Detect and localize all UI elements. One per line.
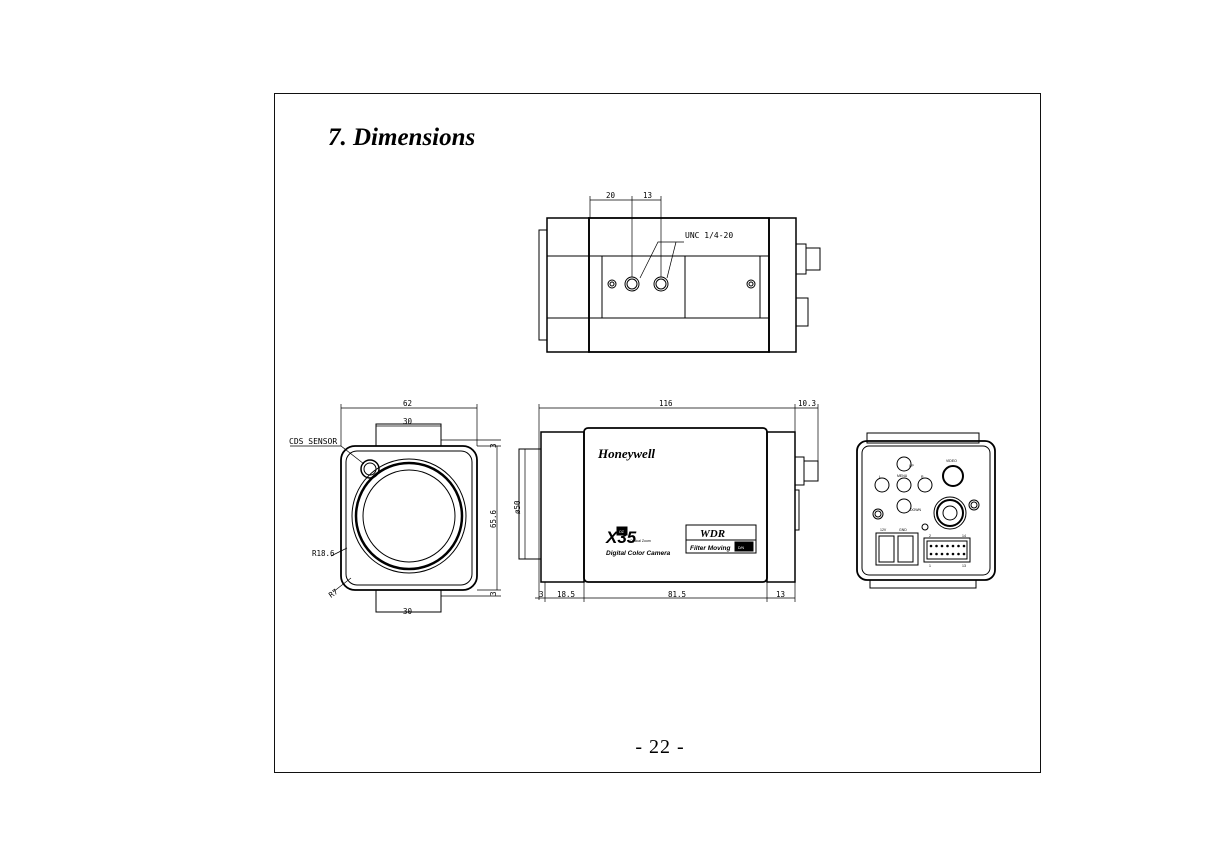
terminal-pin	[929, 552, 933, 556]
front-dim-offset-top: 3	[489, 443, 498, 448]
rear-pin-dots	[929, 544, 966, 556]
front-dim-mount-bottom: 30	[403, 607, 413, 616]
rear-video-label: VIDEO	[946, 459, 957, 463]
model-name: X35	[605, 528, 637, 547]
filter-badge: D/N	[738, 546, 745, 550]
terminal-pin	[940, 544, 944, 548]
top-dim-13: 13	[643, 191, 652, 200]
terminal-pin	[946, 552, 949, 556]
side-dim-seg1: 3	[539, 590, 544, 599]
wdr-label: WDR	[700, 528, 725, 540]
top-view	[538, 196, 821, 353]
top-dim-20: 20	[606, 191, 616, 200]
side-dim-seg3: 81.5	[668, 590, 686, 599]
model-badge: OZ	[619, 530, 625, 534]
front-radius-outer: R18.6	[312, 549, 335, 558]
front-dim-mount-top: 30	[403, 417, 413, 426]
side-dim-connector: 10.3	[798, 399, 816, 408]
side-dim-seg4: 13	[776, 590, 785, 599]
terminal-pin	[929, 544, 933, 548]
side-dim-seg2: 18.5	[557, 590, 575, 599]
front-radius-corner: R7	[327, 587, 340, 600]
rear-pin14-label: 14	[962, 534, 966, 538]
side-dim-length: 116	[659, 399, 673, 408]
terminal-pin	[962, 552, 966, 556]
sensor-label: CDS SENSOR	[289, 437, 337, 446]
rear-pin1-label: 1	[929, 564, 931, 568]
rear-btn-down-label: DOWN	[910, 508, 922, 512]
rear-gnd-label: GND	[899, 528, 907, 532]
terminal-pin	[935, 552, 938, 556]
terminal-pin	[957, 552, 960, 556]
terminal-pin	[957, 544, 960, 548]
terminal-pin	[962, 544, 966, 548]
section-title: 7. Dimensions	[328, 124, 476, 151]
rear-pin2-label: 2	[929, 534, 931, 538]
side-dim-lens-diameter: ø50	[513, 500, 522, 514]
brand-logo: Honeywell	[597, 446, 655, 461]
rear-btn-up-label: UP	[909, 464, 915, 468]
front-dim-offset-bottom: 3	[489, 591, 498, 596]
rear-btn-left-label: L	[879, 475, 881, 479]
rear-pin13-label: 13	[962, 564, 966, 568]
rear-12v-label: 12V	[880, 528, 887, 532]
terminal-pin	[935, 544, 938, 548]
filter-text: Filter Moving	[690, 545, 730, 552]
terminal-pin	[951, 552, 955, 556]
terminal-pin	[951, 544, 955, 548]
rear-btn-right-label: R	[921, 475, 924, 479]
thread-label: UNC 1/4-20	[685, 231, 733, 240]
front-dim-height: 65.6	[489, 509, 498, 528]
page-number: - 22 -	[635, 736, 685, 758]
rear-btn-menu-label: MENU	[897, 474, 908, 478]
terminal-pin	[940, 552, 944, 556]
side-view	[518, 404, 819, 602]
zoom-line: Optical Zoom	[630, 539, 651, 543]
terminal-pin	[946, 544, 949, 548]
product-line: Digital Color Camera	[606, 550, 671, 557]
front-dim-width: 62	[403, 399, 412, 408]
front-view	[290, 404, 501, 613]
rear-view	[856, 432, 996, 589]
